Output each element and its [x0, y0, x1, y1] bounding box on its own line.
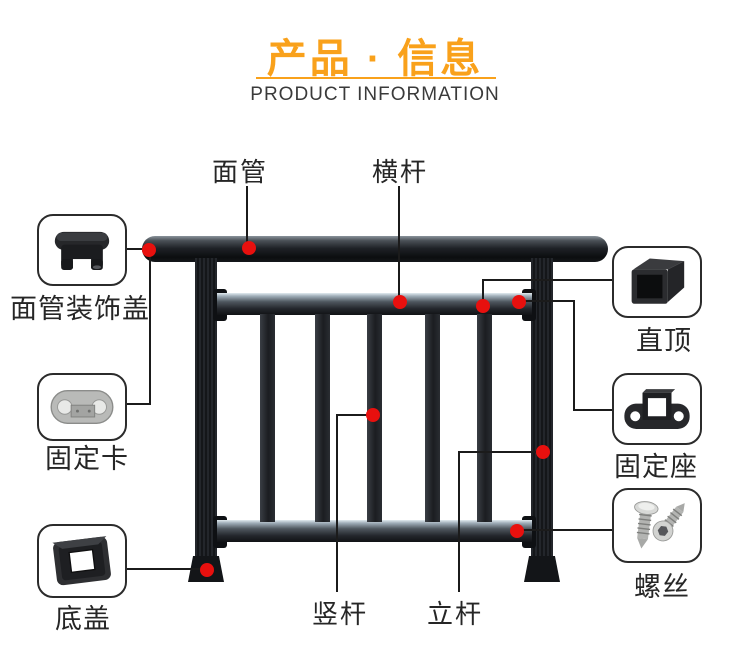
picket-graphic — [425, 314, 440, 522]
page-subtitle: PRODUCT INFORMATION — [250, 84, 500, 105]
label-crossbar: 横杆 — [371, 157, 429, 187]
leader-line-fixing-seat-h1 — [519, 300, 575, 302]
lower-crossbar-graphic — [217, 520, 532, 542]
leader-line-rail-end-cover — [121, 248, 150, 250]
marker-dot-post-base — [200, 563, 214, 577]
label-rail-end-cover: 面管装饰盖 — [10, 294, 150, 324]
marker-dot-lower-crossbar-end — [510, 524, 524, 538]
page-title: 产品 · 信息 — [266, 37, 484, 81]
label-picket: 竖杆 — [311, 599, 369, 629]
leader-line-post-v — [458, 451, 460, 592]
screws-icon — [634, 500, 685, 548]
marker-dot-post — [536, 445, 550, 459]
base-cover-icon — [52, 536, 111, 586]
fixing-clip-icon — [50, 390, 114, 424]
label-fixing-seat: 固定座 — [614, 452, 698, 482]
marker-dot-crossbar — [393, 295, 407, 309]
fixing-seat-icon — [624, 389, 690, 429]
right-base-cover-graphic — [524, 556, 560, 582]
straight-cap-icon — [631, 258, 685, 304]
leader-line-fixing-clip-v — [149, 250, 151, 405]
rail-end-cover-icon — [54, 231, 110, 270]
label-base-cover: 底盖 — [55, 604, 111, 634]
leader-line-fixing-clip-h — [121, 403, 151, 405]
label-screws: 螺丝 — [634, 572, 690, 602]
top-rail-graphic — [142, 236, 608, 262]
leader-line-fixing-seat-h2 — [573, 409, 613, 411]
leader-line-picket-v — [336, 414, 338, 592]
part-box-fixing-clip — [37, 373, 127, 441]
leader-line-post-h — [458, 451, 544, 453]
part-box-fixing-seat — [612, 373, 702, 445]
part-box-screws — [612, 488, 702, 563]
marker-dot-picket-cap — [476, 299, 490, 313]
label-post: 立杆 — [426, 599, 484, 629]
title-divider — [256, 77, 496, 79]
leader-line-screws — [517, 529, 613, 531]
right-post-graphic — [531, 258, 553, 582]
leader-line-top-rail — [246, 186, 248, 248]
label-straight-cap: 直顶 — [636, 326, 692, 356]
label-top-rail: 面管 — [211, 157, 269, 187]
upper-crossbar-graphic — [217, 293, 532, 315]
leader-line-base-cover — [119, 568, 208, 570]
leader-line-fixing-seat-v — [573, 300, 575, 411]
left-post-graphic — [195, 258, 217, 582]
leader-line-crossbar — [398, 186, 400, 302]
leader-line-picket-h — [336, 414, 374, 416]
picket-graphic — [315, 314, 330, 522]
label-fixing-clip: 固定卡 — [45, 444, 129, 474]
marker-dot-top-rail — [242, 241, 256, 255]
picket-graphic — [260, 314, 275, 522]
part-box-base-cover — [37, 524, 127, 598]
marker-dot-picket — [366, 408, 380, 422]
marker-dot-rail-end — [142, 243, 156, 257]
part-box-straight-cap — [612, 246, 702, 318]
leader-line-straight-cap-v — [482, 279, 484, 307]
leader-line-straight-cap-h — [482, 279, 613, 281]
part-box-rail-end-cover — [37, 214, 127, 286]
marker-dot-crossbar-end — [512, 295, 526, 309]
picket-graphic — [477, 314, 492, 522]
